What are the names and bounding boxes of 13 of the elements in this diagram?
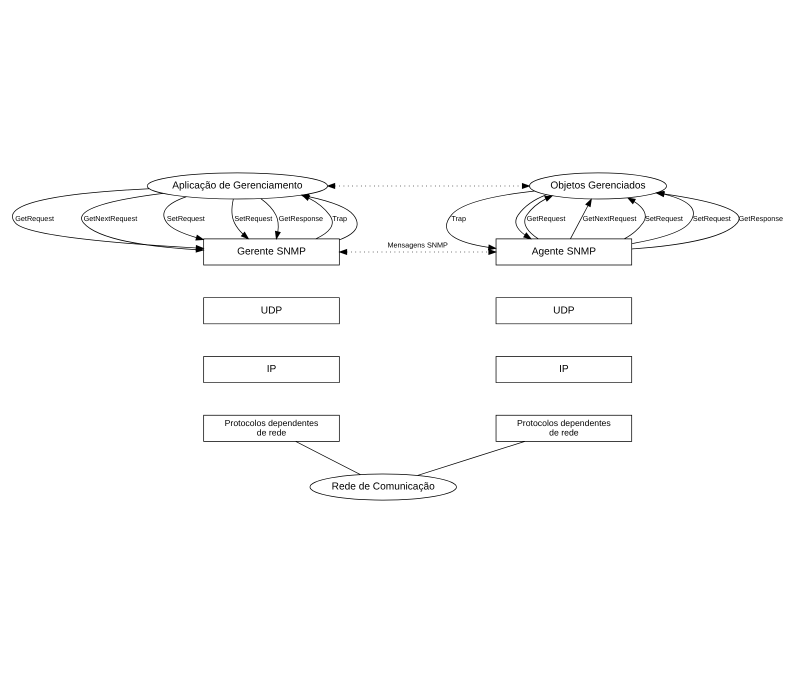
edge-label: Mensagens SNMP [387, 240, 448, 250]
edge-label: SetRequest [645, 214, 683, 223]
edge-label: SetRequest [692, 214, 731, 223]
edge-label: Trap [332, 214, 348, 223]
edge-label: GetRequest [15, 214, 54, 223]
edge-label: SetRequest [234, 214, 272, 223]
edge-label: GetResponse [738, 214, 784, 223]
edge-label: GetNextRequest [582, 214, 636, 223]
edge-label: GetResponse [278, 214, 324, 223]
edge-label: SetRequest [166, 214, 205, 223]
edge-label: Trap [451, 214, 466, 223]
edge-label: GetRequest [526, 214, 566, 223]
edge-label: GetNextRequest [84, 214, 138, 223]
